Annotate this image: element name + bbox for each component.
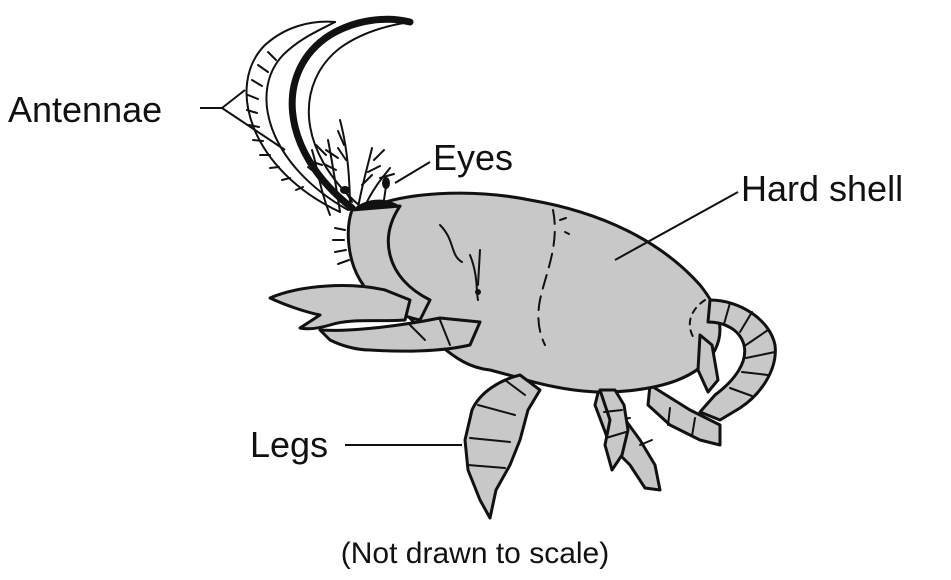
eyes-label: Eyes: [433, 137, 513, 178]
hard-shell-label: Hard shell: [741, 168, 903, 209]
front-legs-illustration: [465, 375, 628, 518]
antennae-label: Antennae: [8, 89, 162, 130]
antennae-illustration: [247, 19, 410, 215]
tail-illustration: [698, 300, 775, 420]
legs-label: Legs: [250, 424, 328, 465]
scale-caption: (Not drawn to scale): [341, 537, 609, 570]
